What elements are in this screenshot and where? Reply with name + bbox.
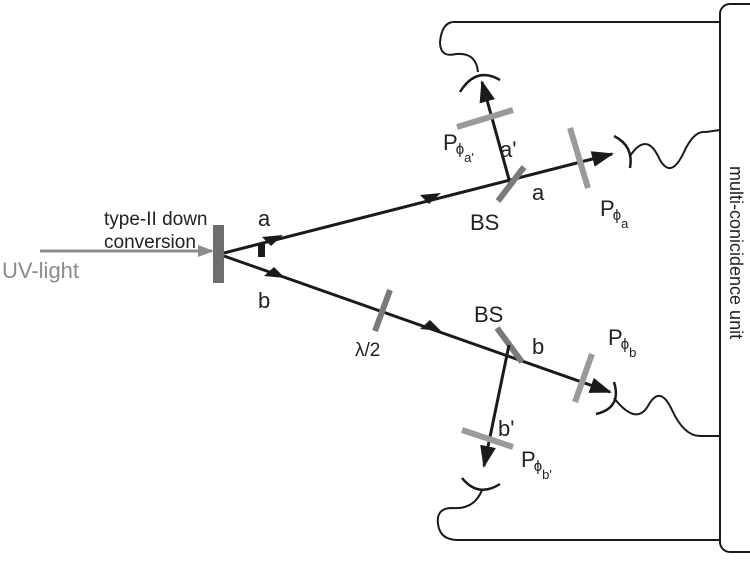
fiber-b xyxy=(613,395,720,437)
beam-splitter-a xyxy=(495,165,527,203)
beam-b-arrow-2 xyxy=(420,320,441,331)
mode-a-label: a xyxy=(258,206,271,231)
beam-a-arrow-1 xyxy=(262,235,283,246)
beam-splitter-b xyxy=(494,326,525,364)
detector-a-prime xyxy=(458,73,501,93)
polarizer-b-label: Pϕb xyxy=(608,325,636,360)
fiber-b-prime xyxy=(436,489,720,541)
polarizer-a-prime-label: Pϕa' xyxy=(443,130,474,165)
polarizer-a-label: Pϕa xyxy=(600,196,629,231)
beam-a xyxy=(223,151,614,255)
uv-light-label: UV-light xyxy=(2,258,79,283)
crystal-label-line1: type-II down xyxy=(104,209,208,230)
mode-a-prime-label: a' xyxy=(500,137,516,162)
fiber-a xyxy=(629,129,721,169)
coincidence-unit xyxy=(719,3,750,553)
crystal xyxy=(213,225,224,283)
beam-a-prime xyxy=(479,80,512,184)
mode-b-label: b xyxy=(258,288,270,313)
bs-a-label: BS xyxy=(470,210,499,235)
bs-b-label: BS xyxy=(474,302,503,327)
detector-b xyxy=(595,381,618,416)
detector-b-prime xyxy=(461,477,501,491)
mode-b-prime-label: b' xyxy=(498,416,514,441)
beam-b xyxy=(223,254,612,394)
fiber-a-prime xyxy=(438,21,720,73)
beam-b-prime xyxy=(480,344,511,468)
coincidence-unit-label: multi-conicidence unit xyxy=(726,166,746,339)
polarizer-b xyxy=(572,352,595,404)
polarizer-b-prime xyxy=(461,427,514,450)
mode-b-out-label: b xyxy=(532,334,544,359)
crystal-label-line2: conversion xyxy=(104,232,196,253)
waveplate-label: λ/2 xyxy=(355,340,380,361)
polarizer-a-prime xyxy=(456,107,514,130)
polarizer-a xyxy=(567,127,591,189)
compensator xyxy=(258,243,265,257)
mode-a-out-label: a xyxy=(532,180,545,205)
beam-a-arrow-2 xyxy=(420,193,441,204)
half-waveplate xyxy=(372,288,393,333)
detector-a xyxy=(613,134,632,169)
polarizer-b-prime-label: Pϕb' xyxy=(521,447,552,482)
beam-b-arrow-1 xyxy=(264,267,285,278)
